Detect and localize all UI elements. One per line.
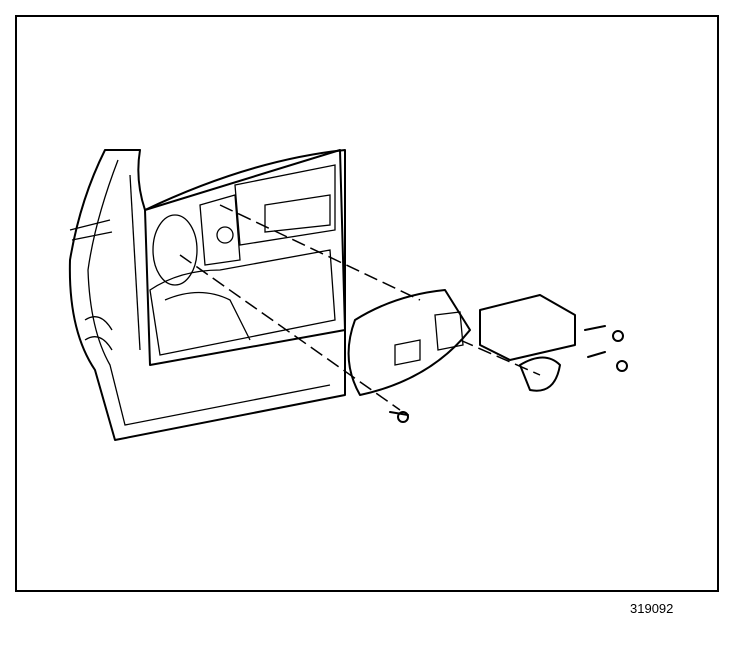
door-frame <box>68 149 346 441</box>
screws <box>389 325 628 423</box>
armrest-trim <box>347 289 471 396</box>
switch-housing <box>479 294 576 392</box>
door-panel <box>144 149 346 366</box>
figure-number: 319092 <box>630 601 674 616</box>
figure-frame <box>15 15 719 592</box>
alignment-lines <box>179 204 541 411</box>
